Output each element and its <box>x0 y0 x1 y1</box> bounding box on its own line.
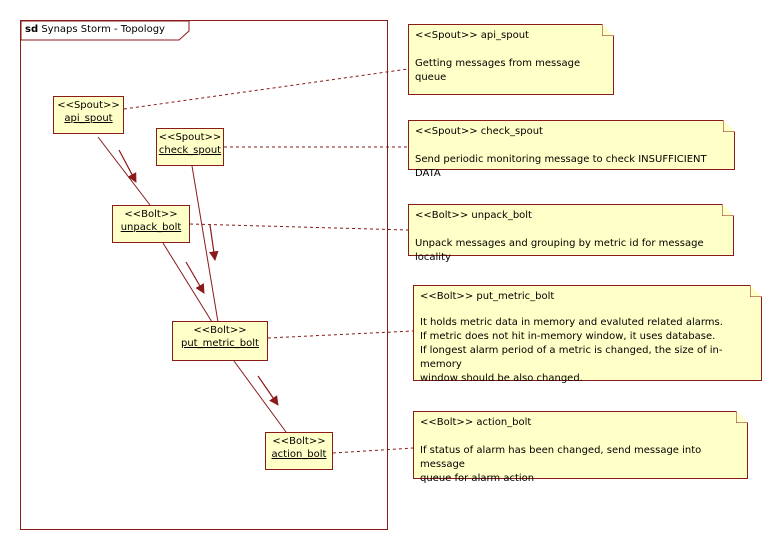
note-link-unpack <box>189 223 409 231</box>
node-stereotype: <<Spout>> <box>158 132 222 143</box>
frame-title: sd Synaps Storm - Topology <box>25 24 165 35</box>
frame-keyword: sd <box>25 24 39 35</box>
note-body: It holds metric data in memory and evalu… <box>420 317 723 384</box>
note-unpack-bolt: <<Bolt>> unpack_bolt Unpack messages and… <box>408 204 734 263</box>
note-heading: <<Spout>> api_spout <box>415 30 529 41</box>
note-fold-icon <box>750 285 762 297</box>
node-check-spout[interactable]: <<Spout>> check_spout <box>156 128 224 166</box>
note-fold-icon <box>602 24 614 36</box>
note-check-spout: <<Spout>> check_spout Send periodic moni… <box>408 120 735 179</box>
node-name: put_metric_bolt <box>181 338 259 349</box>
flow-arrow-2 <box>209 224 219 261</box>
note-action-bolt: <<Bolt>> action_bolt If status of alarm … <box>413 411 748 484</box>
note-heading: <<Bolt>> put_metric_bolt <box>420 291 555 302</box>
flow-arrow-3 <box>185 261 205 294</box>
stream-unpack-to-putmetric <box>162 242 213 323</box>
note-heading: <<Bolt>> action_bolt <box>420 417 532 428</box>
note-heading: <<Bolt>> unpack_bolt <box>415 210 532 221</box>
flow-arrow-4 <box>257 375 279 406</box>
note-link-putmetric <box>267 330 414 339</box>
note-fold-icon <box>722 204 734 216</box>
note-fold-icon <box>736 411 748 423</box>
node-name: api_spout <box>64 113 113 124</box>
note-body: Unpack messages and grouping by metric i… <box>415 238 704 263</box>
note-api-spout: <<Spout>> api_spout Getting messages fro… <box>408 24 614 95</box>
note-heading: <<Spout>> check_spout <box>415 126 543 137</box>
note-body: If status of alarm has been changed, sen… <box>420 445 702 484</box>
node-action-bolt[interactable]: <<Bolt>> action_bolt <box>265 432 333 470</box>
stream-check-to-putmetric <box>191 165 219 323</box>
note-body: Send periodic monitoring message to chec… <box>415 154 707 179</box>
note-fold-icon <box>723 120 735 132</box>
node-stereotype: <<Bolt>> <box>124 209 178 220</box>
note-link-api <box>123 68 409 110</box>
node-put-metric-bolt[interactable]: <<Bolt>> put_metric_bolt <box>172 321 268 361</box>
node-unpack-bolt[interactable]: <<Bolt>> unpack_bolt <box>112 205 190 243</box>
flow-arrow-1 <box>118 149 137 183</box>
note-body: Getting messages from message queue <box>415 58 581 83</box>
node-name: unpack_bolt <box>120 222 182 233</box>
node-name: action_bolt <box>271 449 327 460</box>
note-put-metric-bolt: <<Bolt>> put_metric_bolt It holds metric… <box>413 285 762 384</box>
frame-tab <box>21 21 190 41</box>
frame-title-text: Synaps Storm - Topology <box>41 24 165 35</box>
node-stereotype: <<Bolt>> <box>193 325 247 336</box>
node-stereotype: <<Bolt>> <box>272 436 326 447</box>
note-link-action <box>332 447 414 454</box>
node-api-spout[interactable]: <<Spout>> api_spout <box>53 96 124 134</box>
stream-putmetric-to-action <box>233 360 287 433</box>
stream-api-to-unpack <box>97 136 151 206</box>
node-stereotype: <<Spout>> <box>57 100 120 111</box>
node-name: check_spout <box>158 145 222 156</box>
